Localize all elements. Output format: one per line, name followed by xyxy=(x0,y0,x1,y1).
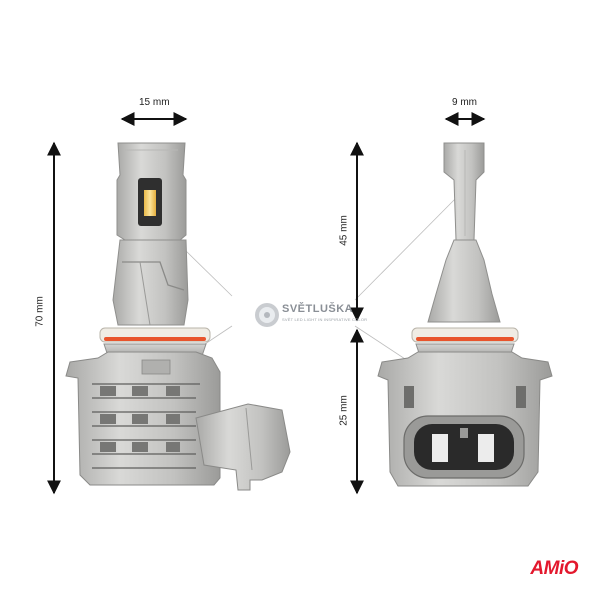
watermark-logo-icon xyxy=(255,303,279,327)
dimension-arrows xyxy=(47,112,486,495)
amio-logo: AMiO xyxy=(530,558,578,579)
dim-label-total-height: 70 mm xyxy=(34,296,46,327)
dim-label-width-side: 9 mm xyxy=(452,97,477,108)
connector-pin xyxy=(432,434,448,462)
led-chip xyxy=(144,190,156,216)
dim-label-width-front: 15 mm xyxy=(139,97,170,108)
connector-pin xyxy=(478,434,494,462)
watermark-tagline: SVĚT LED LIGHT IN INSPIRATIVE COLOR xyxy=(282,317,368,322)
watermark-name: SVĚTLUŠKA xyxy=(282,303,354,315)
bulb-side-view xyxy=(377,142,553,487)
dim-label-upper-height: 45 mm xyxy=(338,215,350,246)
bulb-front-view xyxy=(65,142,291,491)
dim-label-lower-height: 25 mm xyxy=(338,395,350,426)
seal-ring xyxy=(104,337,206,341)
